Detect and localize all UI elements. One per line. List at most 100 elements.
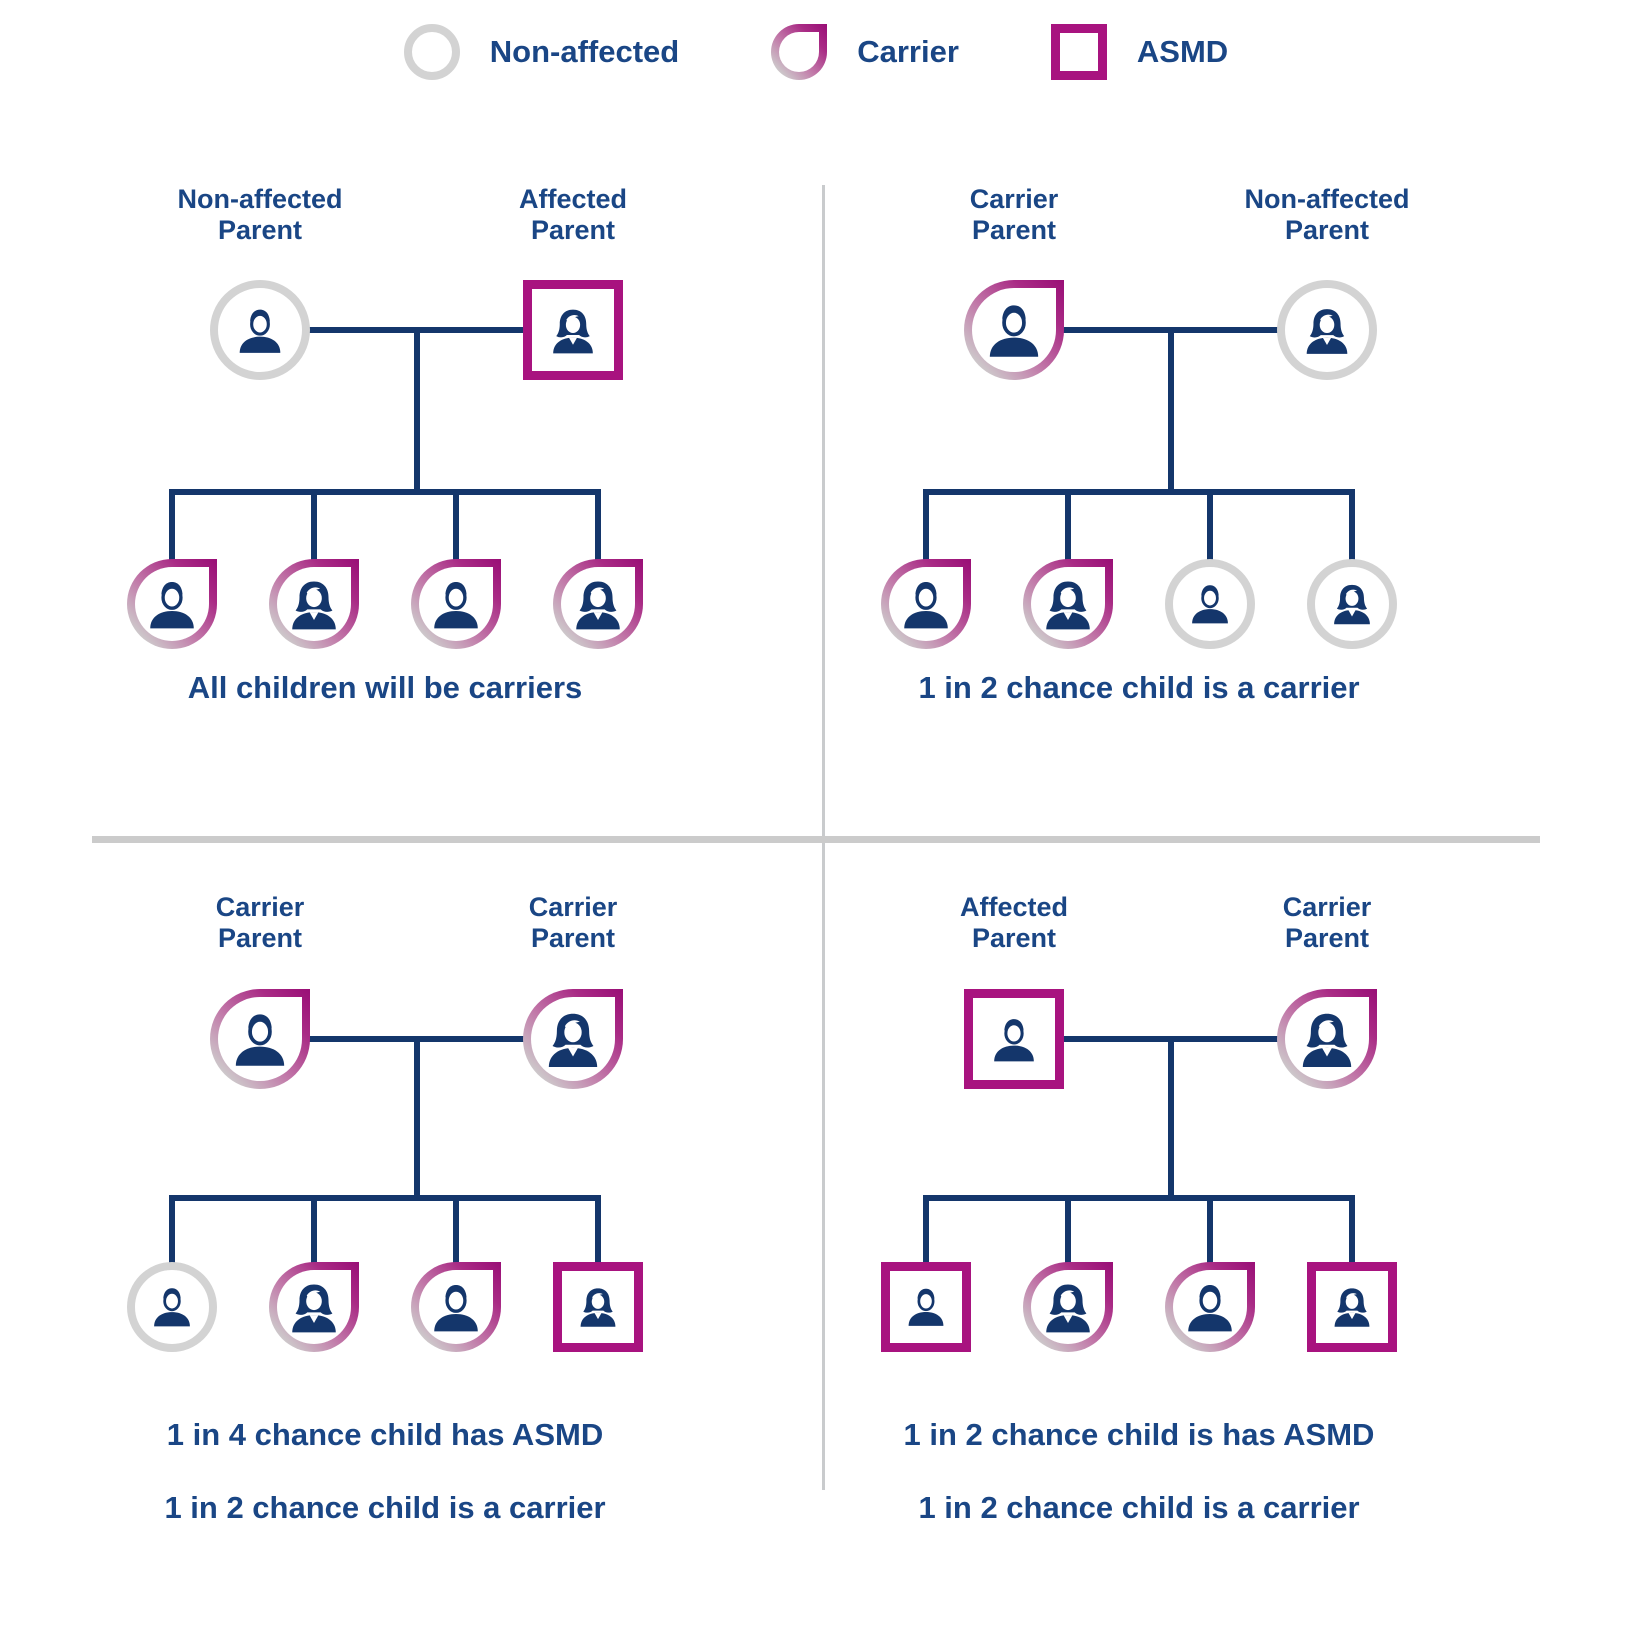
child-node [553, 559, 643, 649]
male-person-icon [432, 580, 480, 630]
status-frame [1165, 559, 1255, 649]
child-node [1165, 1262, 1255, 1352]
quadrant-top-right: Carrier Parent Non-affected Parent [779, 170, 1499, 882]
male-person-icon [1186, 1283, 1234, 1333]
male-person-icon [992, 1017, 1036, 1063]
status-frame [1307, 1262, 1397, 1352]
family-tree-lines [923, 327, 1355, 564]
status-frame [210, 280, 310, 380]
status-frame [411, 1262, 501, 1352]
female-person-icon [1306, 308, 1348, 354]
legend-label: Carrier [857, 34, 959, 69]
female-person-icon [548, 1013, 598, 1068]
parent-node [210, 989, 310, 1089]
parent-label-line1: Affected [518, 184, 627, 214]
female-person-icon [292, 581, 336, 630]
status-frame [1023, 1262, 1113, 1352]
child-node [1307, 1262, 1397, 1352]
male-person-icon [907, 1287, 945, 1328]
status-frame [269, 1262, 359, 1352]
parent-label-line1: Non-affected [1244, 184, 1410, 214]
status-frame [523, 989, 623, 1089]
parent-node [964, 989, 1064, 1089]
parent-label: Affected Parent [443, 184, 703, 246]
male-person-icon [152, 1287, 192, 1329]
quadrant-bottom-right: Affected Parent Carrier Parent [779, 842, 1499, 1554]
child-node [269, 559, 359, 649]
legend-item-non-affected: Non-affected [403, 24, 680, 80]
child-node [1307, 559, 1397, 649]
female-person-icon [1334, 585, 1370, 625]
parent-label-line1: Carrier [528, 892, 618, 922]
child-node [411, 1262, 501, 1352]
female-person-icon [553, 309, 593, 353]
child-node [269, 1262, 359, 1352]
female-person-icon [292, 1284, 336, 1333]
status-frame [553, 1262, 643, 1352]
child-node [1165, 559, 1255, 649]
status-frame [127, 1262, 217, 1352]
female-person-icon [1046, 581, 1090, 630]
legend-item-carrier: Carrier [771, 24, 959, 80]
parent-label-line2: Parent [530, 215, 616, 245]
status-frame [269, 559, 359, 649]
quadrant-caption: 1 in 4 chance child has ASMD [166, 1417, 604, 1452]
male-person-icon [1190, 584, 1230, 626]
male-person-icon [987, 303, 1041, 359]
status-frame [1307, 559, 1397, 649]
asmd-swatch-icon [1050, 24, 1107, 80]
family-tree-lines [169, 1036, 601, 1267]
family-tree-lines [169, 327, 601, 564]
legend-item-asmd: ASMD [1050, 24, 1229, 80]
status-frame [1277, 989, 1377, 1089]
legend-label: Non-affected [489, 34, 680, 69]
status-frame [1277, 280, 1377, 380]
status-frame [964, 989, 1064, 1089]
parent-label-line2: Parent [1284, 215, 1370, 245]
parent-node [210, 280, 310, 380]
quadrant-caption: 1 in 2 chance child is has ASMD [903, 1417, 1375, 1452]
quadrant-caption-2: 1 in 2 chance child is a carrier [164, 1490, 606, 1525]
parent-label-line1: Affected [959, 892, 1068, 922]
quadrant-bottom-left: Carrier Parent Carrier Parent [25, 842, 745, 1554]
status-frame [1165, 1262, 1255, 1352]
child-node [1023, 1262, 1113, 1352]
male-person-icon [432, 1283, 480, 1333]
parent-node [964, 280, 1064, 380]
parent-label-line1: Carrier [215, 892, 305, 922]
horizontal-divider [92, 836, 1540, 843]
child-node [881, 1262, 971, 1352]
status-frame [1023, 559, 1113, 649]
parent-label-line2: Parent [217, 215, 303, 245]
male-person-icon [148, 580, 196, 630]
child-node [881, 559, 971, 649]
child-node [127, 559, 217, 649]
male-person-icon [233, 1012, 287, 1068]
parent-label: Carrier Parent [130, 892, 390, 954]
parent-label-line2: Parent [217, 923, 303, 953]
parent-label: Carrier Parent [1197, 892, 1457, 954]
status-frame [127, 559, 217, 649]
female-person-icon [1302, 1013, 1352, 1068]
legend: Non-affected Carrier ASMD [0, 24, 1632, 80]
family-tree-lines [923, 1036, 1355, 1267]
parent-label-line1: Carrier [1282, 892, 1372, 922]
parent-label-line2: Parent [530, 923, 616, 953]
parent-label: Carrier Parent [884, 184, 1144, 246]
status-frame [553, 559, 643, 649]
status-frame [210, 989, 310, 1089]
parent-label: Carrier Parent [443, 892, 703, 954]
parent-label: Affected Parent [884, 892, 1144, 954]
quadrant-caption-2: 1 in 2 chance child is a carrier [918, 1490, 1360, 1525]
legend-label: ASMD [1136, 34, 1229, 69]
status-frame [881, 559, 971, 649]
parent-label-line2: Parent [1284, 923, 1370, 953]
status-frame [881, 1262, 971, 1352]
child-node [1023, 559, 1113, 649]
parent-label-line1: Carrier [969, 184, 1059, 214]
quadrant-top-left: Non-affected Parent Affected Parent [25, 170, 745, 882]
parent-node [523, 280, 623, 380]
parent-node [1277, 280, 1377, 380]
status-frame [964, 280, 1064, 380]
parent-label-line1: Non-affected [177, 184, 343, 214]
